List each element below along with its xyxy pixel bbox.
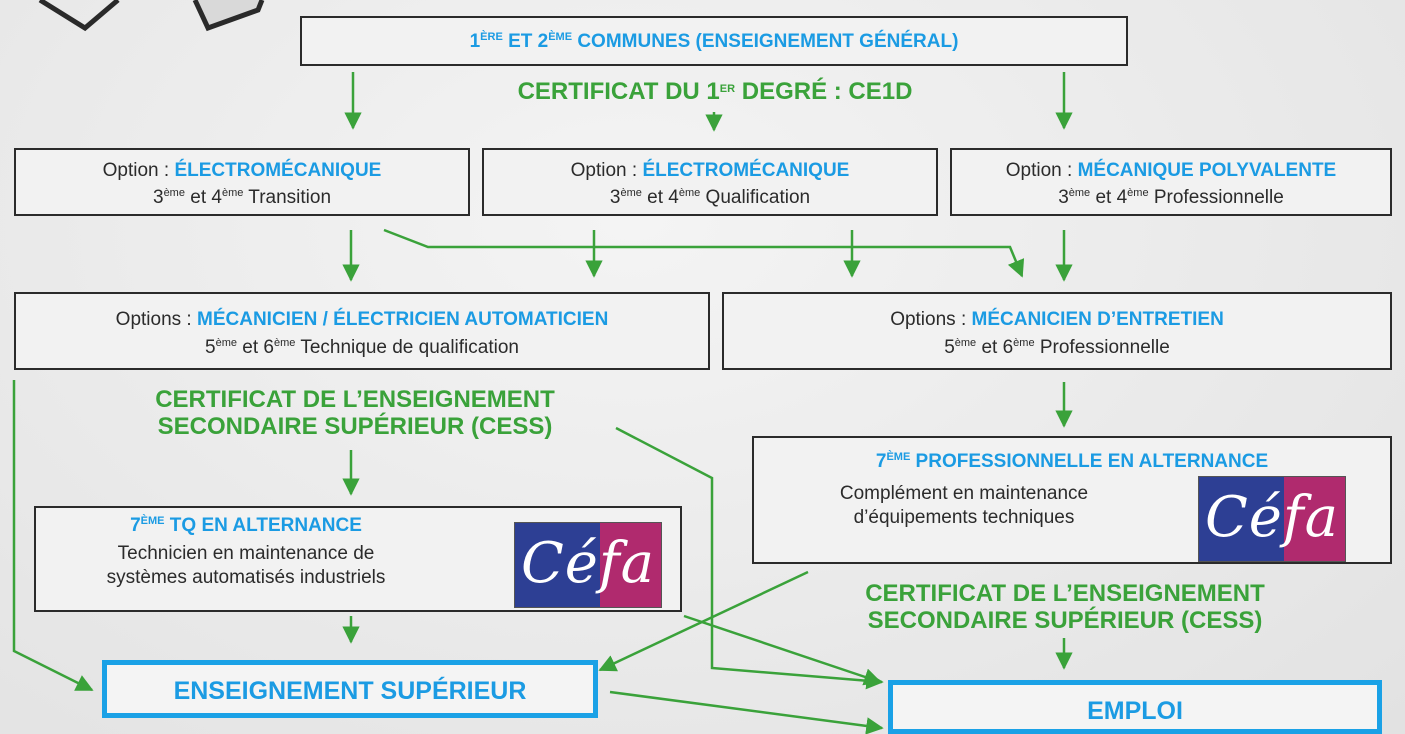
- common-years-box: 1ÈRE ET 2ÈME COMMUNES (ENSEIGNEMENT GÉNÉ…: [300, 16, 1128, 66]
- options-mecanicien-entretien: Options : MÉCANICIEN D’ENTRETIEN 5ème et…: [722, 292, 1392, 370]
- seventh-tq-description: Technicien en maintenance de systèmes au…: [106, 543, 386, 588]
- employment-label: EMPLOI: [1087, 697, 1183, 725]
- higher-education-label: ENSEIGNEMENT SUPÉRIEUR: [173, 677, 527, 705]
- higher-education-box: ENSEIGNEMENT SUPÉRIEUR: [102, 660, 598, 718]
- arrow: [615, 426, 884, 690]
- seventh-professionnelle-description: Complément en maintenance d’équipements …: [839, 483, 1089, 528]
- arrow: [609, 690, 884, 734]
- common-years-label: 1ÈRE ET 2ÈME COMMUNES (ENSEIGNEMENT GÉNÉ…: [469, 31, 959, 52]
- seventh-professionnelle-alternance-box: 7ÈME PROFESSIONNELLE EN ALTERNANCE Compl…: [752, 436, 1392, 564]
- options-mecanicien-electricien-automaticien: Options : MÉCANICIEN / ÉLECTRICIEN AUTOM…: [14, 292, 710, 370]
- cess-certificate-right: CERTIFICAT DE L’ENSEIGNEMENT SECONDAIRE …: [865, 580, 1265, 634]
- arrow: [598, 570, 809, 672]
- arrow: [383, 228, 1025, 278]
- option-electromecanique-transition: Option : ÉLECTROMÉCANIQUE 3ème et 4ème T…: [14, 148, 470, 216]
- arrow: [683, 614, 882, 686]
- arrow: [12, 380, 94, 692]
- cefa-logo: Céfa: [1198, 476, 1346, 562]
- option-electromecanique-qualification: Option : ÉLECTROMÉCANIQUE 3ème et 4ème Q…: [482, 148, 938, 216]
- cefa-logo: Céfa: [514, 522, 662, 608]
- seventh-tq-alternance-box: 7ÈME TQ EN ALTERNANCE Technicien en main…: [34, 506, 682, 612]
- cess-certificate-left: CERTIFICAT DE L’ENSEIGNEMENT SECONDAIRE …: [155, 386, 555, 440]
- option-mecanique-polyvalente: Option : MÉCANIQUE POLYVALENTE 3ème et 4…: [950, 148, 1392, 216]
- employment-box: EMPLOI: [888, 680, 1382, 734]
- ce1d-certificate: CERTIFICAT DU 1ER DEGRÉ : CE1D: [517, 78, 913, 105]
